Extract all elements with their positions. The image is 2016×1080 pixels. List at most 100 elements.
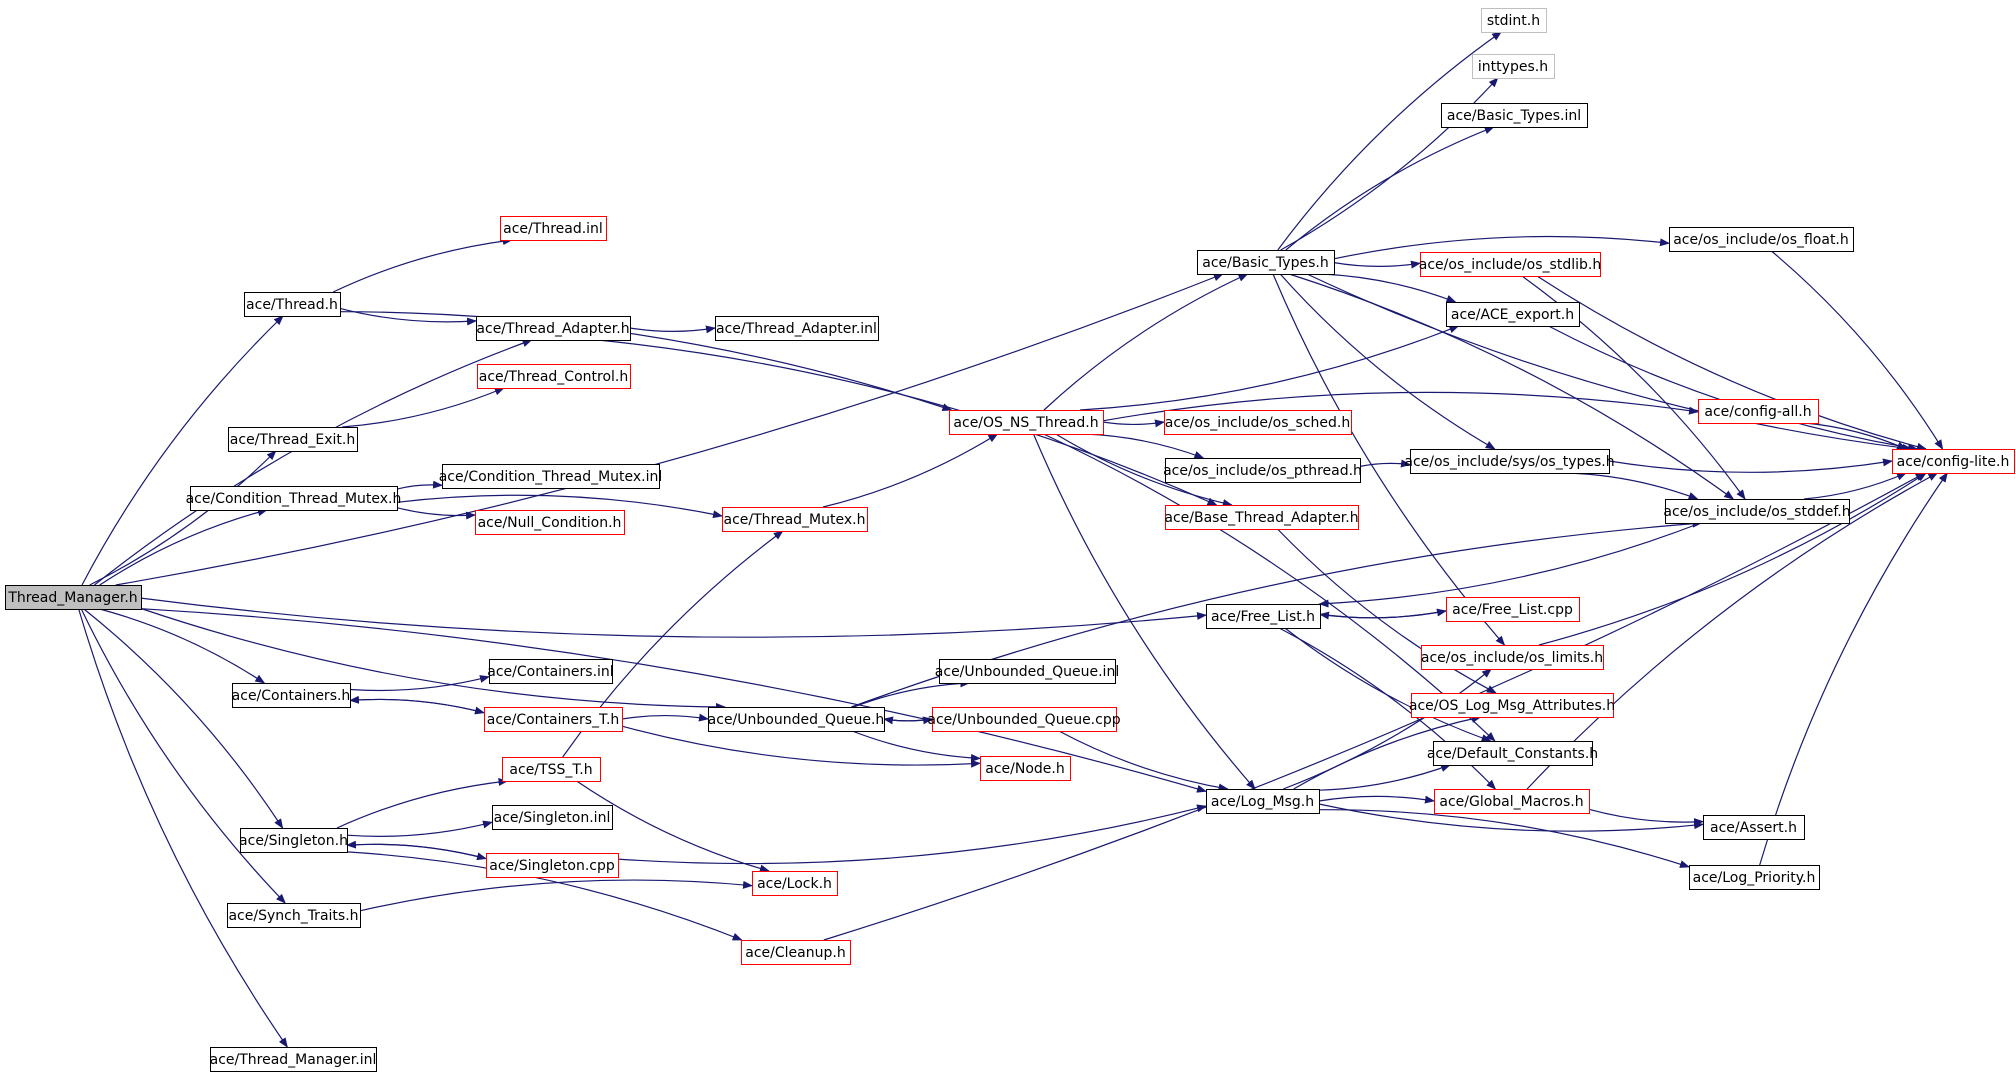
edge-unbounded_queue_h-to-node_h bbox=[851, 730, 981, 762]
node-box bbox=[190, 486, 398, 511]
node-log-priority-h[interactable]: ace/Log_Priority.h bbox=[1689, 865, 1820, 890]
node-label: ace/Synch_Traits.h bbox=[228, 908, 358, 924]
node-cond-thread-mutex-h[interactable]: ace/Condition_Thread_Mutex.h bbox=[186, 486, 402, 511]
node-os-stdlib-h[interactable]: ace/os_include/os_stdlib.h bbox=[1419, 252, 1601, 277]
node-unbounded-queue-cpp[interactable]: ace/Unbounded_Queue.cpp bbox=[927, 707, 1121, 732]
node-thread-manager-inl[interactable]: ace/Thread_Manager.inl bbox=[210, 1047, 377, 1072]
node-cleanup-h[interactable]: ace/Cleanup.h bbox=[741, 940, 851, 965]
node-singleton-cpp[interactable]: ace/Singleton.cpp bbox=[486, 853, 619, 878]
node-box bbox=[492, 805, 613, 830]
node-null-condition-h[interactable]: ace/Null_Condition.h bbox=[475, 510, 625, 535]
node-global-macros-h[interactable]: ace/Global_Macros.h bbox=[1434, 789, 1590, 814]
node-unbounded-queue-inl[interactable]: ace/Unbounded_Queue.inl bbox=[935, 659, 1119, 684]
node-os-types-h[interactable]: ace/os_include/sys/os_types.h bbox=[1404, 449, 1615, 474]
edge-basic_types_h-to-os_float_h bbox=[1333, 235, 1670, 260]
node-label: Thread_Manager.h bbox=[7, 590, 137, 606]
node-box bbox=[1206, 789, 1320, 814]
node-thread-adapter-h[interactable]: ace/Thread_Adapter.h bbox=[476, 316, 631, 341]
edge-os_ns_thread_h-to-basic_types_h bbox=[1043, 273, 1249, 411]
node-label: ace/Lock.h bbox=[757, 876, 832, 892]
node-config-all-h[interactable]: ace/config-all.h bbox=[1698, 399, 1819, 424]
node-tss-t-h[interactable]: ace/TSS_T.h bbox=[502, 757, 601, 782]
node-box bbox=[741, 940, 851, 965]
node-log-msg-h[interactable]: ace/Log_Msg.h bbox=[1206, 789, 1320, 814]
edge-os_pthread_h-to-os_types_h bbox=[1359, 459, 1411, 468]
edge-os_limits_h-to-config_lite_h bbox=[1538, 472, 1927, 646]
edge-thread_adapter_h-to-base_thread_adapter_h bbox=[597, 339, 1218, 506]
node-box bbox=[1689, 865, 1820, 890]
node-basic-types-h[interactable]: ace/Basic_Types.h bbox=[1197, 250, 1335, 275]
node-singleton-inl[interactable]: ace/Singleton.inl bbox=[492, 805, 613, 830]
node-box bbox=[1197, 250, 1335, 275]
node-os-limits-h[interactable]: ace/os_include/os_limits.h bbox=[1421, 645, 1604, 670]
node-stdint-h: stdint.h bbox=[1481, 8, 1547, 33]
node-box bbox=[1698, 399, 1819, 424]
node-thread-h[interactable]: ace/Thread.h bbox=[244, 292, 341, 317]
node-singleton-h[interactable]: ace/Singleton.h bbox=[239, 828, 348, 853]
node-box bbox=[475, 510, 625, 535]
edge-thread_manager_h-to-containers_h bbox=[99, 608, 266, 684]
edge-singleton_cpp-to-log_msg_h bbox=[617, 804, 1207, 865]
node-ace-export-h[interactable]: ace/ACE_export.h bbox=[1446, 302, 1580, 327]
node-base-thread-adapter-h[interactable]: ace/Base_Thread_Adapter.h bbox=[1164, 505, 1359, 530]
node-label: ace/Thread_Adapter.h bbox=[476, 321, 629, 337]
edge-free_list_cpp-to-free_list_h bbox=[1319, 610, 1447, 620]
node-config-lite-h[interactable]: ace/config-lite.h bbox=[1892, 449, 2015, 474]
node-box bbox=[442, 464, 660, 489]
node-label: ace/Basic_Types.inl bbox=[1447, 108, 1581, 124]
node-os-pthread-h[interactable]: ace/os_include/os_pthread.h bbox=[1163, 458, 1362, 483]
node-thread-adapter-inl[interactable]: ace/Thread_Adapter.inl bbox=[715, 316, 879, 341]
node-synch-traits-h[interactable]: ace/Synch_Traits.h bbox=[227, 903, 361, 928]
node-label: ace/Unbounded_Queue.h bbox=[708, 712, 885, 728]
node-label: ace/Free_List.h bbox=[1211, 609, 1315, 625]
node-unbounded-queue-h[interactable]: ace/Unbounded_Queue.h bbox=[708, 707, 885, 732]
edge-os_ns_thread_h-to-default_constants_h bbox=[1043, 433, 1496, 742]
node-thread-manager-h[interactable]: Thread_Manager.h bbox=[5, 585, 142, 610]
node-os-float-h[interactable]: ace/os_include/os_float.h bbox=[1669, 227, 1854, 252]
edge-thread_h-to-os_ns_thread_h bbox=[339, 311, 953, 411]
node-box bbox=[240, 828, 348, 853]
node-containers-h[interactable]: ace/Containers.h bbox=[232, 683, 351, 708]
node-box bbox=[1446, 597, 1580, 622]
node-thread-inl[interactable]: ace/Thread.inl bbox=[500, 216, 607, 241]
edge-os_types_h-to-os_stddef_h bbox=[1568, 472, 1699, 500]
node-label: ace/os_include/os_limits.h bbox=[1421, 650, 1603, 666]
node-containers-inl[interactable]: ace/Containers.inl bbox=[487, 659, 614, 684]
node-thread-control-h[interactable]: ace/Thread_Control.h bbox=[477, 364, 631, 389]
node-label: ace/config-all.h bbox=[1704, 404, 1811, 420]
node-os-log-msg-attr-h[interactable]: ace/OS_Log_Msg_Attributes.h bbox=[1409, 693, 1615, 718]
node-default-constants-h[interactable]: ace/Default_Constants.h bbox=[1427, 741, 1598, 766]
node-thread-exit-h[interactable]: ace/Thread_Exit.h bbox=[228, 427, 358, 452]
node-box bbox=[489, 659, 613, 684]
node-node-h[interactable]: ace/Node.h bbox=[980, 756, 1071, 781]
node-label: stdint.h bbox=[1487, 13, 1540, 29]
node-label: ace/os_include/sys/os_types.h bbox=[1404, 454, 1614, 470]
edge-global_macros_h-to-config_lite_h bbox=[1526, 472, 1939, 790]
edge-basic_types_h-to-os_stddef_h bbox=[1289, 273, 1735, 500]
node-free-list-h[interactable]: ace/Free_List.h bbox=[1206, 604, 1321, 629]
node-os-ns-thread-h[interactable]: ace/OS_NS_Thread.h bbox=[949, 410, 1104, 435]
node-label: ace/Singleton.h bbox=[239, 833, 348, 849]
node-box bbox=[1433, 741, 1593, 766]
node-lock-h[interactable]: ace/Lock.h bbox=[752, 871, 838, 896]
node-basic-types-inl[interactable]: ace/Basic_Types.inl bbox=[1441, 103, 1588, 128]
node-box bbox=[1411, 693, 1614, 718]
node-label: ace/Global_Macros.h bbox=[1439, 794, 1583, 810]
node-free-list-cpp[interactable]: ace/Free_List.cpp bbox=[1446, 597, 1580, 622]
node-label: ace/Containers_T.h bbox=[487, 712, 620, 728]
node-cond-thread-mutex-inl[interactable]: ace/Condition_Thread_Mutex.inl bbox=[439, 464, 663, 489]
node-box bbox=[1434, 789, 1590, 814]
node-label: ace/Node.h bbox=[985, 761, 1064, 777]
edge-unbounded_queue_cpp-to-log_msg_h bbox=[1058, 730, 1229, 792]
edge-os_ns_thread_h-to-log_msg_h bbox=[1032, 433, 1256, 790]
edge-os_ns_thread_h-to-os_sched_h bbox=[1102, 419, 1165, 428]
node-os-sched-h[interactable]: ace/os_include/os_sched.h bbox=[1164, 410, 1352, 435]
edge-os_stddef_h-to-config_lite_h bbox=[1803, 472, 1907, 500]
node-thread-mutex-h[interactable]: ace/Thread_Mutex.h bbox=[722, 507, 868, 532]
node-box bbox=[752, 871, 838, 896]
node-os-stddef-h[interactable]: ace/os_include/os_stddef.h bbox=[1663, 499, 1851, 524]
edge-basic_types_h-to-stdint_h bbox=[1277, 31, 1503, 251]
node-assert-h[interactable]: ace/Assert.h bbox=[1703, 815, 1805, 840]
node-box bbox=[210, 1047, 377, 1072]
node-containers-t-h[interactable]: ace/Containers_T.h bbox=[484, 707, 623, 732]
